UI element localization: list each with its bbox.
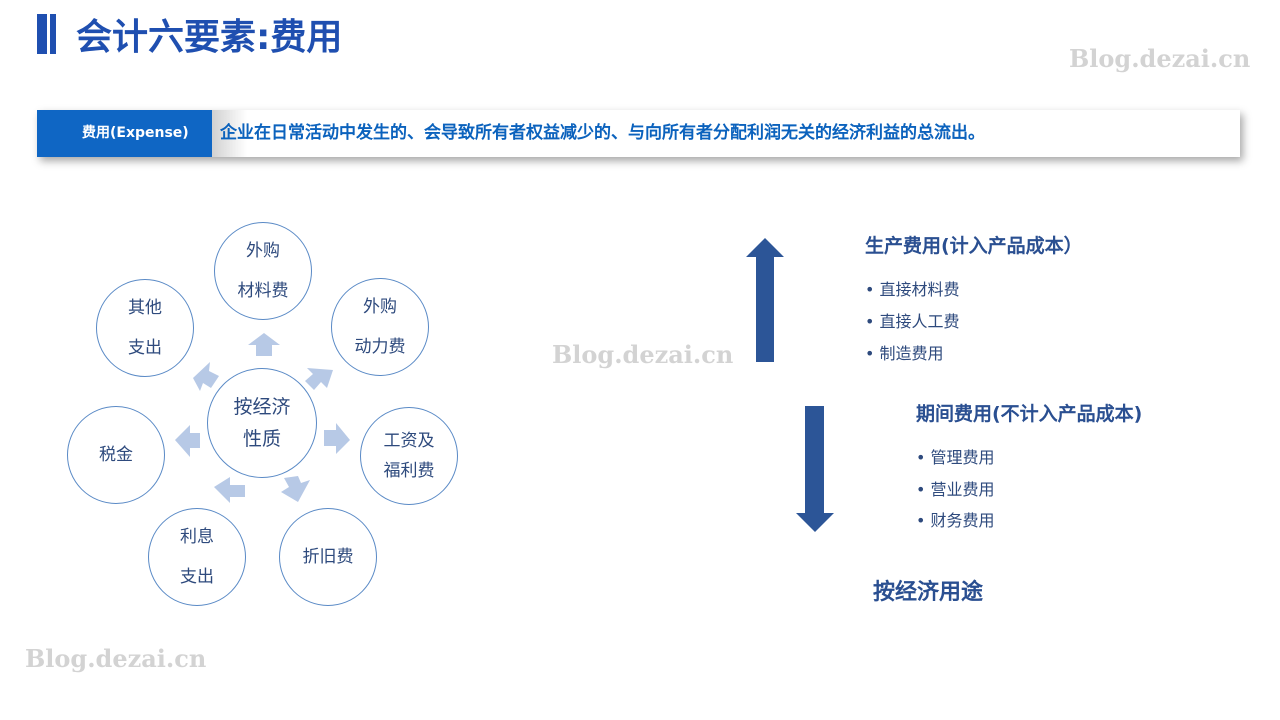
definition-label-shadow xyxy=(212,110,247,157)
ring-arrow-top-right xyxy=(305,368,333,390)
circle-line: 支出 xyxy=(128,338,162,358)
circle-purchased-power: 外购 动力费 xyxy=(331,278,429,376)
bullet-text: 直接材料费 xyxy=(879,280,960,299)
watermark-bottom: Blog.dezai.cn xyxy=(25,644,207,673)
ring-arrow-bottom-left xyxy=(214,477,245,503)
circle-line: 福利费 xyxy=(383,461,435,481)
page-title: 会计六要素:费用 xyxy=(76,17,343,58)
circle-line: 支出 xyxy=(180,567,214,587)
circle-other-expenses: 其他 支出 xyxy=(96,279,194,377)
circle-line: 按经济 xyxy=(233,396,291,418)
circle-taxes: 税金 xyxy=(67,406,165,504)
ring-arrow-bottom-right xyxy=(281,476,310,502)
circle-line: 其他 xyxy=(128,298,162,318)
definition-text: 企业在日常活动中发生的、会导致所有者权益减少的、与向所有者分配利润无关的经济利益… xyxy=(220,123,985,143)
circle-line: 利息 xyxy=(180,527,214,547)
circle-wages-welfare: 工资及 福利费 xyxy=(360,407,458,505)
title-accent-bar-thin xyxy=(50,14,56,54)
ring-arrow-top xyxy=(248,333,280,356)
production-costs-title: 生产费用(计入产品成本） xyxy=(865,235,1083,257)
circle-line: 税金 xyxy=(99,445,133,465)
bullet-text: 直接人工费 xyxy=(879,312,960,331)
bullet-text: 营业费用 xyxy=(930,480,995,499)
circle-purchased-materials: 外购 材料费 xyxy=(214,222,312,320)
by-economic-purpose-label: 按经济用途 xyxy=(873,580,984,605)
arrow-down-icon xyxy=(796,406,834,532)
period-cost-item: • 营业费用 xyxy=(916,480,995,499)
circle-depreciation: 折旧费 xyxy=(279,508,377,606)
definition-box: 费用(Expense) 企业在日常活动中发生的、会导致所有者权益减少的、与向所有… xyxy=(37,110,1240,157)
bullet-text: 管理费用 xyxy=(930,448,995,467)
title-accent-bar xyxy=(37,14,47,54)
circle-line: 外购 xyxy=(363,297,397,317)
watermark-top: Blog.dezai.cn xyxy=(1069,44,1251,73)
circle-line: 动力费 xyxy=(354,337,406,357)
circle-line: 性质 xyxy=(242,428,281,450)
period-costs-title: 期间费用(不计入产品成本) xyxy=(916,403,1143,425)
period-cost-item: • 管理费用 xyxy=(916,448,995,467)
period-cost-item: • 财务费用 xyxy=(916,511,995,530)
ring-arrow-right xyxy=(324,423,350,454)
production-cost-item: • 直接材料费 xyxy=(865,280,960,299)
circle-interest: 利息 支出 xyxy=(148,508,246,606)
bullet-text: 财务费用 xyxy=(930,511,995,530)
arrow-up-icon xyxy=(746,238,784,362)
production-cost-item: • 制造费用 xyxy=(865,344,944,363)
bullet-text: 制造费用 xyxy=(879,344,944,363)
definition-label: 费用(Expense) xyxy=(37,110,212,157)
circle-line: 工资及 xyxy=(383,431,435,451)
circle-center-by-nature: 按经济 性质 xyxy=(207,368,317,478)
ring-arrow-left xyxy=(175,425,200,457)
ring-arrow-top-left xyxy=(193,362,219,391)
circle-line: 材料费 xyxy=(237,281,289,301)
circle-line: 折旧费 xyxy=(302,547,354,567)
watermark-middle: Blog.dezai.cn xyxy=(552,340,734,369)
production-cost-item: • 直接人工费 xyxy=(865,312,960,331)
circle-line: 外购 xyxy=(246,241,280,261)
